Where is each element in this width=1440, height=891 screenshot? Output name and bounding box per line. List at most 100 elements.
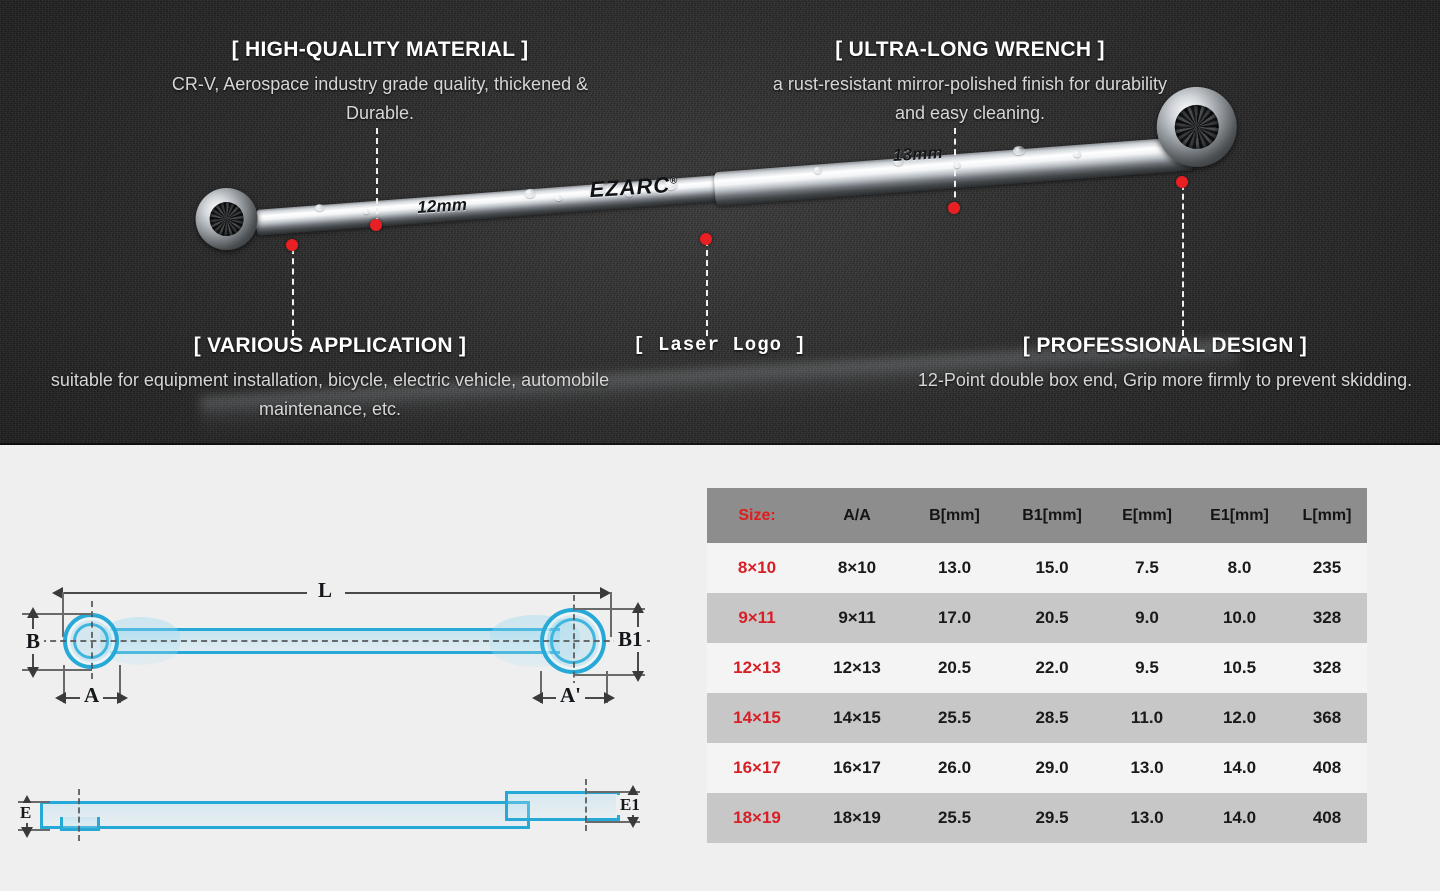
table-header: Size: A/A B[mm] B1[mm] E[mm] E1[mm] L[mm… — [707, 488, 1367, 543]
marker-dot-various — [286, 239, 298, 251]
callout-title: [ Laser Logo ] — [633, 334, 807, 356]
centerline-profile-left — [78, 789, 80, 841]
leader-line-various — [292, 248, 294, 336]
column-header-aa: A/A — [843, 506, 871, 524]
callout-title: [ HIGH-QUALITY MATERIAL ] — [231, 38, 529, 61]
dimension-label-a: A — [80, 683, 104, 708]
extension-line — [119, 665, 121, 703]
callout-description: 12-Point double box end, Grip more firml… — [917, 370, 1413, 390]
cell-e: 7.5 — [1135, 558, 1159, 577]
dimension-label-length: L — [314, 578, 337, 603]
column-header-e1: E1[mm] — [1210, 506, 1269, 524]
cell-e1: 12.0 — [1222, 708, 1257, 727]
dimension-label-e: E — [16, 803, 36, 823]
extension-line — [573, 674, 645, 676]
registered-trademark-icon: ® — [669, 175, 679, 187]
extension-line — [540, 671, 542, 703]
callout-description: suitable for equipment installation, bic… — [50, 370, 610, 420]
wrench-head-small — [190, 182, 264, 256]
cell-b: 25.5 — [937, 708, 972, 727]
arrow-right — [604, 692, 615, 704]
column-header-b: B[mm] — [929, 506, 980, 524]
cell-b: 17.0 — [937, 608, 972, 627]
arrow-left — [532, 692, 543, 704]
cell-b1: 20.5 — [1035, 608, 1069, 627]
leader-line-professional — [1182, 184, 1184, 336]
box-end-12point-large — [1173, 103, 1221, 151]
cell-b1: 28.5 — [1035, 708, 1069, 727]
cell-e1: 10.5 — [1222, 658, 1257, 677]
dimension-label-a-prime: A' — [556, 683, 585, 708]
dimension-line-length — [62, 592, 307, 594]
table-row: 18×19 18×19 25.5 29.5 13.0 14.0 408 — [707, 793, 1367, 843]
dimension-label-b1: B1 — [614, 627, 647, 652]
extension-line — [18, 829, 50, 831]
callout-various-application: [ VARIOUS APPLICATION ] suitable for equ… — [30, 334, 630, 424]
cell-b: 13.0 — [937, 558, 972, 577]
cell-e1: 8.0 — [1227, 558, 1252, 577]
cell-l: 368 — [1312, 708, 1342, 727]
callout-title: [ PROFESSIONAL DESIGN ] — [1022, 334, 1308, 357]
dimension-line-length — [345, 592, 600, 594]
extension-line — [585, 821, 640, 823]
cell-l: 328 — [1312, 608, 1342, 627]
cell-e: 11.0 — [1130, 708, 1164, 727]
table-row: 12×13 12×13 20.5 22.0 9.5 10.5 328 — [707, 643, 1367, 693]
arrow-up — [27, 607, 39, 618]
size-marking-small: 12mm — [416, 194, 468, 218]
arrow-down — [27, 667, 39, 678]
cell-size: 16×17 — [733, 758, 781, 777]
cell-aa: 16×17 — [833, 758, 881, 777]
column-header-size: Size: — [738, 506, 776, 524]
callout-description: a rust-resistant mirror-polished finish … — [772, 74, 1168, 124]
table-row: 16×17 16×17 26.0 29.0 13.0 14.0 408 — [707, 743, 1367, 793]
extension-line — [585, 791, 640, 793]
arrow-down — [627, 817, 639, 828]
arrow-left — [55, 692, 66, 704]
technical-drawing: L B — [0, 545, 690, 875]
cell-l: 408 — [1312, 758, 1342, 777]
callout-title: [ ULTRA-LONG WRENCH ] — [835, 38, 1105, 61]
extension-line — [606, 671, 608, 703]
cell-e: 9.0 — [1135, 608, 1159, 627]
arrow-down — [632, 671, 644, 682]
marker-dot-laser — [700, 233, 712, 245]
extension-line — [22, 613, 92, 615]
cell-e1: 10.0 — [1222, 608, 1257, 627]
cell-l: 235 — [1312, 558, 1342, 577]
cell-aa: 12×13 — [833, 658, 881, 677]
arrow-right — [600, 587, 611, 599]
centerline-vertical-left — [91, 601, 93, 679]
product-photo: 12mm EZARC® 13mm — [0, 85, 1440, 437]
cell-size: 14×15 — [733, 708, 781, 727]
marker-dot-material — [370, 219, 382, 231]
size-marking-large: 13mm — [892, 142, 944, 166]
leader-line-laser — [706, 240, 708, 336]
table-body: 8×10 8×10 13.0 15.0 7.5 8.0 235 9×11 9×1… — [707, 543, 1367, 843]
callout-laser-logo: [ Laser Logo ] — [600, 334, 840, 356]
callout-professional-design: [ PROFESSIONAL DESIGN ] 12-Point double … — [895, 334, 1435, 395]
specification-section: L B — [0, 445, 1440, 891]
column-header-l: L[mm] — [1302, 506, 1352, 524]
extension-line — [573, 608, 645, 610]
extension-line — [18, 801, 50, 803]
cell-aa: 18×19 — [833, 808, 881, 827]
cell-size: 12×13 — [733, 658, 781, 677]
cell-size: 8×10 — [737, 558, 777, 577]
marker-dot-professional — [1176, 176, 1188, 188]
cell-e1: 14.0 — [1222, 808, 1257, 827]
table-row: 14×15 14×15 25.5 28.5 11.0 12.0 368 — [707, 693, 1367, 743]
drawing-profile-step — [60, 817, 100, 831]
leader-line-ultralong — [954, 128, 956, 208]
arrow-up — [632, 602, 644, 613]
cell-aa: 14×15 — [833, 708, 881, 727]
cell-b1: 22.0 — [1035, 658, 1069, 677]
column-header-e: E[mm] — [1122, 506, 1172, 524]
cell-b1: 15.0 — [1035, 558, 1069, 577]
table-header-row: Size: A/A B[mm] B1[mm] E[mm] E1[mm] L[mm… — [707, 488, 1367, 543]
cell-e: 13.0 — [1130, 758, 1164, 777]
extension-line — [63, 665, 65, 703]
arrow-up — [21, 795, 33, 806]
cell-e1: 14.0 — [1222, 758, 1257, 777]
